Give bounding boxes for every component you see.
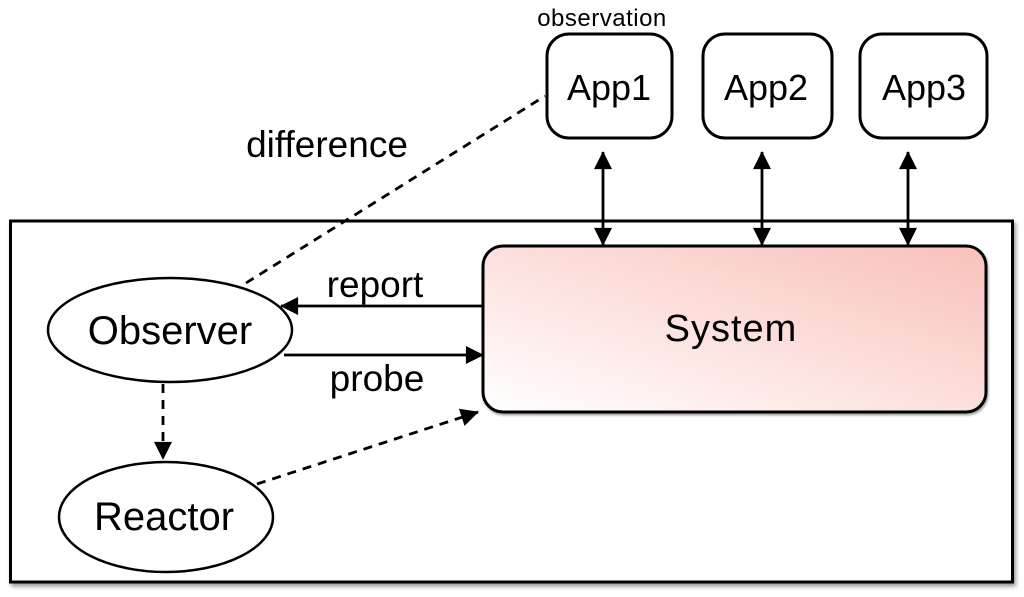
app1-label: App1 [567,67,651,108]
system-node [481,244,988,414]
reactor-system-arrow [256,408,479,486]
app3-node [858,32,989,140]
observer-label: Observer [88,309,253,353]
app1-node [545,32,674,140]
difference-line [245,94,546,285]
app3-label: App3 [882,67,966,108]
system-label: System [665,308,798,350]
difference-label: difference [246,124,408,165]
app2-node [701,32,834,140]
observer-node [46,276,294,384]
observation-label: observation [537,5,667,32]
reactor-label: Reactor [94,495,234,539]
app2-label: App2 [724,67,808,108]
reactor-node [57,460,275,574]
probe-label: probe [330,358,425,399]
report-label: report [327,264,424,305]
